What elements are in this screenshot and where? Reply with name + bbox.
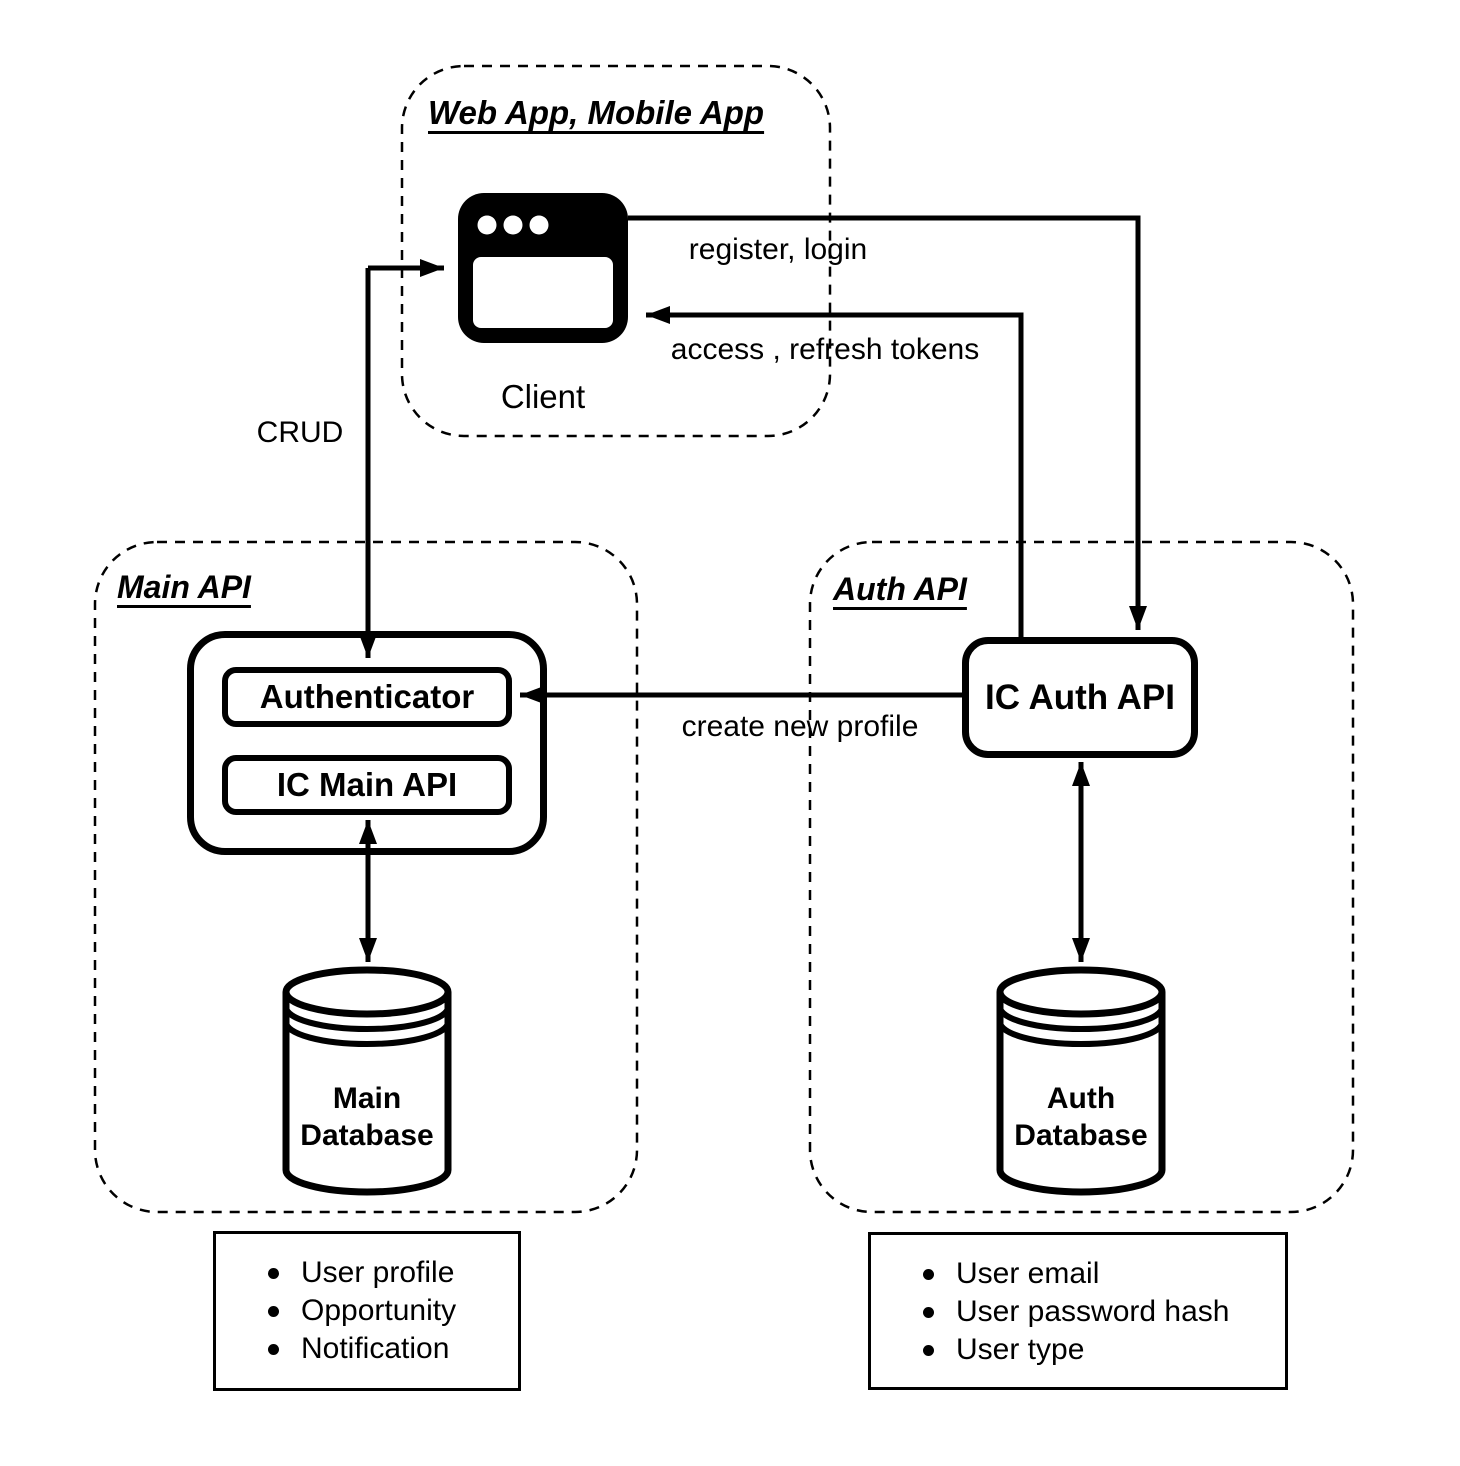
ic-auth-api-label: IC Auth API [985, 677, 1175, 717]
list-item-label: User password hash [956, 1295, 1230, 1328]
list-item: Opportunity [268, 1292, 518, 1330]
register-login-edge [628, 215, 1147, 630]
authenticator-node: Authenticator [222, 667, 512, 727]
auth-database-cylinder [996, 966, 1166, 1196]
ic-auth-api-node: IC Auth API [962, 637, 1198, 758]
list-item: User profile [268, 1254, 518, 1292]
list-item-label: User type [956, 1333, 1085, 1366]
list-item: Notification [268, 1330, 518, 1368]
webapp-container [400, 64, 832, 438]
auth-db-entities-note: User email User password hash User type [868, 1232, 1288, 1390]
list-item: User email [923, 1255, 1285, 1293]
ic-main-api-label: IC Main API [276, 766, 458, 803]
bullet-icon [268, 1305, 279, 1317]
auth-api-container [808, 540, 1355, 1214]
main-api-container [93, 540, 639, 1214]
main-database-cylinder [282, 966, 452, 1196]
bullet-icon [268, 1267, 279, 1279]
list-item-label: User profile [301, 1256, 455, 1289]
list-item: User password hash [923, 1293, 1285, 1331]
bullet-icon [923, 1306, 934, 1318]
bullet-icon [923, 1344, 934, 1356]
access-refresh-edge [646, 306, 1024, 637]
list-item-label: Notification [301, 1332, 450, 1365]
browser-window-icon [458, 193, 628, 343]
authenticator-label: Authenticator [259, 678, 475, 715]
list-item-label: User email [956, 1257, 1100, 1290]
ic-main-api-node: IC Main API [222, 755, 512, 815]
bullet-icon [268, 1343, 279, 1355]
list-item-label: Opportunity [301, 1294, 457, 1327]
bullet-icon [923, 1268, 934, 1280]
list-item: User type [923, 1331, 1285, 1369]
main-db-entities-note: User profile Opportunity Notification [213, 1231, 521, 1391]
